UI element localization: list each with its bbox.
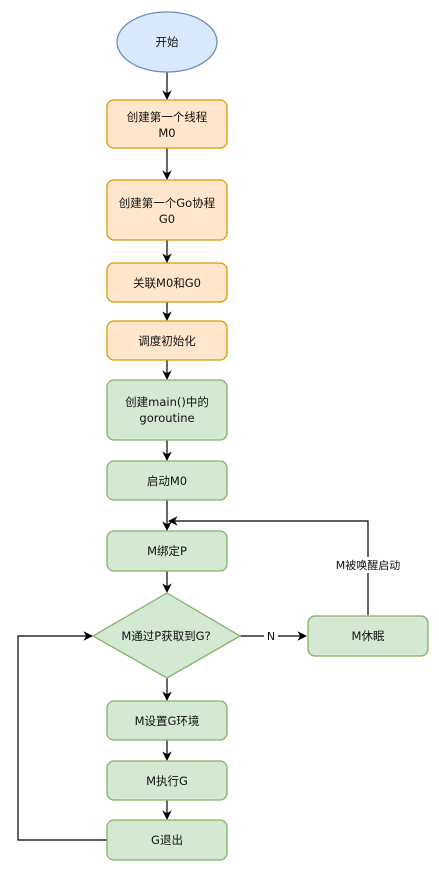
node-g-exit: G退出 — [106, 819, 228, 861]
node-start: 开始 — [116, 11, 218, 73]
sched-init-label: 调度初始化 — [138, 334, 196, 348]
start-m0-label: 启动M0 — [147, 474, 187, 488]
node-decision: M通过P获取到G? — [91, 592, 242, 679]
create-m0-label-line2: M0 — [158, 126, 175, 140]
set-env-box — [106, 700, 228, 741]
link-label: 关联M0和G0 — [133, 276, 201, 290]
create-m0-label-line1: 创建第一个线程 — [127, 110, 208, 124]
create-main-box — [106, 379, 228, 441]
start-ellipse — [116, 11, 218, 73]
edge-label-no: N — [267, 630, 275, 643]
node-create-g0: 创建第一个Go协程 G0 — [106, 179, 228, 241]
start-label: 开始 — [156, 35, 179, 49]
start-m0-box — [106, 460, 228, 501]
edge-m-sleep-wake-to-bind-p — [168, 516, 369, 615]
node-exec-g: M执行G — [106, 760, 228, 801]
edge-g-exit-loop-to-decision — [17, 631, 107, 841]
create-g0-label-line2: G0 — [159, 212, 175, 226]
node-sched-init: 调度初始化 — [106, 320, 228, 361]
link-box — [106, 262, 228, 303]
create-g0-box — [106, 179, 228, 241]
node-set-env: M设置G环境 — [106, 700, 228, 741]
sched-init-box — [106, 320, 228, 361]
decision-label: M通过P获取到G? — [121, 629, 210, 643]
node-create-m0: 创建第一个线程 M0 — [106, 99, 228, 149]
create-g0-label-line1: 创建第一个Go协程 — [119, 196, 216, 210]
m-sleep-box — [307, 615, 429, 657]
decision-diamond — [91, 592, 242, 679]
g-exit-label: G退出 — [151, 833, 183, 847]
bind-p-label: M绑定P — [147, 544, 187, 558]
node-m-sleep: M休眠 — [307, 615, 429, 657]
create-main-label-line1: 创建main()中的 — [125, 395, 209, 409]
g-exit-box — [106, 819, 228, 861]
edge-label-wake: M被唤醒启动 — [336, 558, 401, 572]
create-m0-box — [106, 99, 228, 149]
set-env-label: M设置G环境 — [135, 714, 200, 728]
node-link-m0-g0: 关联M0和G0 — [106, 262, 228, 303]
node-start-m0: 启动M0 — [106, 460, 228, 501]
node-bind-p: M绑定P — [106, 530, 228, 572]
create-main-label-line2: goroutine — [139, 411, 194, 425]
node-create-main: 创建main()中的 goroutine — [106, 379, 228, 441]
exec-g-box — [106, 760, 228, 801]
exec-g-label: M执行G — [146, 774, 188, 788]
bind-p-box — [106, 530, 228, 572]
m-sleep-label: M休眠 — [352, 629, 385, 643]
